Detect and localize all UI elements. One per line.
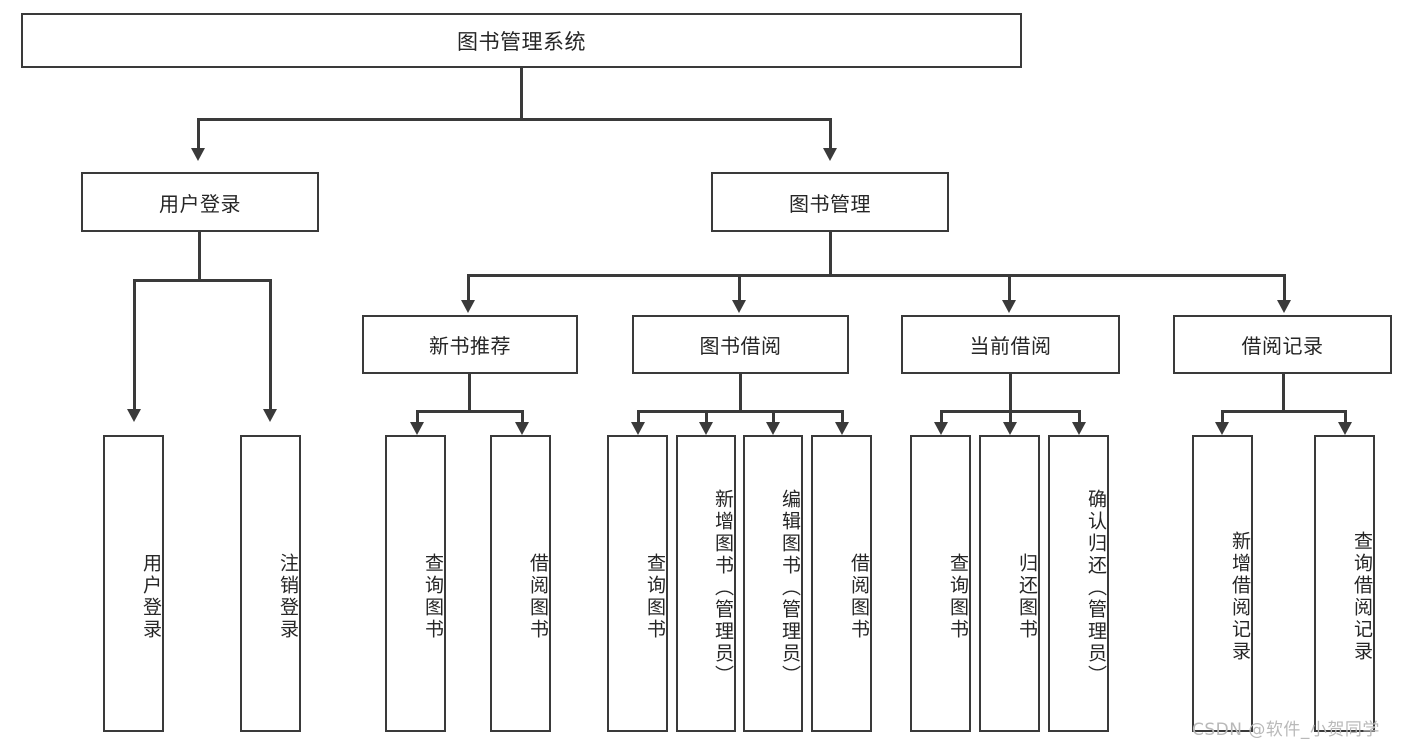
connector-login-stem — [198, 232, 201, 279]
arrow-books-to-borrow — [732, 300, 746, 313]
connector-borrow-to-leaf-1 — [637, 410, 640, 424]
node-current-borrow[interactable]: 当前借阅 — [901, 315, 1120, 374]
connector-books-to-current — [1008, 274, 1011, 302]
connector-books-bus — [467, 274, 1286, 277]
connector-login-to-leaf-1 — [133, 279, 136, 411]
leaf-book-borrow-query[interactable]: 查询图书 — [607, 435, 668, 732]
leaf-new-book-query[interactable]: 查询图书 — [385, 435, 446, 732]
connector-record-to-leaf-2 — [1344, 410, 1347, 424]
arrow-login-to-leaf-2 — [263, 409, 277, 422]
connector-root-bus — [197, 118, 831, 121]
leaf-user-login-signin[interactable]: 用户登录 — [103, 435, 164, 732]
connector-borrow-bus — [637, 410, 843, 413]
leaf-borrow-record-add[interactable]: 新增借阅记录 — [1192, 435, 1253, 732]
connector-books-to-new — [467, 274, 470, 302]
connector-login-to-leaf-2 — [269, 279, 272, 411]
leaf-book-borrow-borrow[interactable]: 借阅图书 — [811, 435, 872, 732]
arrow-record-to-leaf-1 — [1215, 422, 1229, 435]
leaf-current-borrow-query[interactable]: 查询图书 — [910, 435, 971, 732]
connector-new-bus — [416, 410, 521, 413]
arrow-books-to-new — [461, 300, 475, 313]
connector-borrow-to-leaf-4 — [841, 410, 844, 424]
node-root-system[interactable]: 图书管理系统 — [21, 13, 1022, 68]
csdn-watermark: CSDN @软件_小贺同学 — [1192, 720, 1380, 740]
connector-root-to-login — [197, 118, 200, 150]
arrow-books-to-current — [1002, 300, 1016, 313]
connector-new-to-leaf-1 — [416, 410, 419, 424]
arrow-borrow-to-leaf-1 — [631, 422, 645, 435]
node-borrow-record[interactable]: 借阅记录 — [1173, 315, 1392, 374]
leaf-user-login-signout[interactable]: 注销登录 — [240, 435, 301, 732]
connector-books-to-record — [1283, 274, 1286, 302]
node-new-book-recommend[interactable]: 新书推荐 — [362, 315, 578, 374]
node-user-login[interactable]: 用户登录 — [81, 172, 319, 232]
connector-current-to-leaf-3 — [1078, 410, 1081, 424]
connector-current-stem — [1009, 374, 1012, 410]
connector-record-bus — [1221, 410, 1344, 413]
connector-login-bus — [133, 279, 271, 282]
leaf-book-borrow-add[interactable]: 新增图书（管理员） — [676, 435, 736, 732]
leaf-borrow-record-query[interactable]: 查询借阅记录 — [1314, 435, 1375, 732]
connector-new-stem — [468, 374, 471, 410]
arrow-borrow-to-leaf-4 — [835, 422, 849, 435]
arrow-record-to-leaf-2 — [1338, 422, 1352, 435]
node-book-management[interactable]: 图书管理 — [711, 172, 949, 232]
leaf-new-book-borrow[interactable]: 借阅图书 — [490, 435, 551, 732]
connector-root-to-books — [829, 118, 832, 150]
connector-borrow-to-leaf-2 — [705, 410, 708, 424]
arrow-root-to-login — [191, 148, 205, 161]
arrow-new-to-leaf-2 — [515, 422, 529, 435]
connector-record-stem — [1282, 374, 1285, 410]
arrow-borrow-to-leaf-3 — [766, 422, 780, 435]
connector-current-to-leaf-2 — [1009, 410, 1012, 424]
connector-record-to-leaf-1 — [1221, 410, 1224, 424]
arrow-login-to-leaf-1 — [127, 409, 141, 422]
arrow-books-to-record — [1277, 300, 1291, 313]
leaf-current-borrow-confirm-return[interactable]: 确认归还（管理员） — [1048, 435, 1109, 732]
connector-current-to-leaf-1 — [940, 410, 943, 424]
connector-books-stem — [829, 232, 832, 276]
leaf-current-borrow-return[interactable]: 归还图书 — [979, 435, 1040, 732]
connector-books-to-borrow — [738, 274, 741, 302]
arrow-current-to-leaf-2 — [1003, 422, 1017, 435]
arrow-new-to-leaf-1 — [410, 422, 424, 435]
arrow-root-to-books — [823, 148, 837, 161]
arrow-current-to-leaf-1 — [934, 422, 948, 435]
connector-root-stem — [520, 68, 523, 118]
node-book-borrow[interactable]: 图书借阅 — [632, 315, 849, 374]
connector-borrow-to-leaf-3 — [772, 410, 775, 424]
leaf-book-borrow-edit[interactable]: 编辑图书（管理员） — [743, 435, 803, 732]
connector-borrow-stem — [739, 374, 742, 410]
connector-new-to-leaf-2 — [521, 410, 524, 424]
arrow-borrow-to-leaf-2 — [699, 422, 713, 435]
arrow-current-to-leaf-3 — [1072, 422, 1086, 435]
